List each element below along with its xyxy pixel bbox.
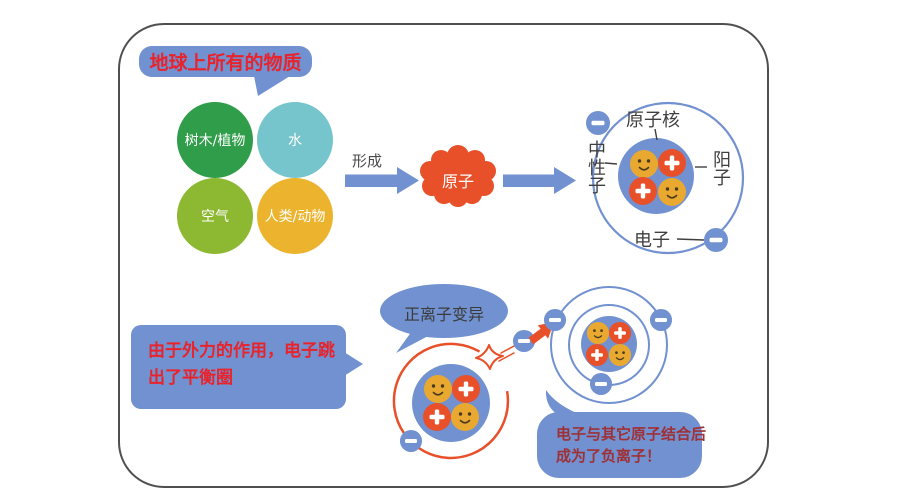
proton-icon xyxy=(658,149,686,177)
neutron-icon xyxy=(629,149,659,179)
circle-label: 树木/植物 xyxy=(184,133,246,149)
bottom-banner-line2: 出了平衡圈 xyxy=(148,368,233,388)
bottom-banner-line1: 由于外力的作用，电子跳 xyxy=(148,341,335,361)
negative-ion-line2: 成为了负离子！ xyxy=(556,447,662,465)
proton-icon xyxy=(452,375,480,403)
positive-ion-bubble xyxy=(380,284,508,353)
negative-ion-bubble-label: 电子与其它原子结合后 成为了负离子！ xyxy=(556,423,706,467)
circle-label: 水 xyxy=(288,133,302,149)
negative-ion-bubble xyxy=(537,390,702,478)
electron-icon xyxy=(399,429,423,453)
circle-label: 空气 xyxy=(201,209,229,225)
top-banner: 地球上所有的物质 xyxy=(139,46,312,77)
circle-label: 人类/动物 xyxy=(264,209,326,225)
arrow-right-icon xyxy=(345,167,419,194)
matter-circle-air: 空气 xyxy=(177,178,253,254)
negative-ion-atom-diagram xyxy=(543,286,673,404)
positive-ion-bubble-label: 正离子变异 xyxy=(403,305,484,324)
proton-icon xyxy=(629,177,657,205)
orbit-circle xyxy=(591,101,745,255)
electron-icon xyxy=(649,308,673,332)
neutron-icon xyxy=(586,321,610,345)
nucleus xyxy=(412,364,490,442)
atom-cloud-icon xyxy=(420,145,496,207)
proton-icon xyxy=(423,403,451,431)
positive-ion-atom-diagram xyxy=(392,322,554,460)
bottom-banner-tail xyxy=(344,352,363,376)
forms-label: 形成 xyxy=(352,152,383,170)
negative-ion-line1: 电子与其它原子结合后 xyxy=(556,425,707,443)
matter-circle-water: 水 xyxy=(257,102,333,178)
burst-icon xyxy=(475,344,504,370)
atom-structure-diagram xyxy=(586,101,745,255)
atom-cloud-label: 原子 xyxy=(441,172,474,191)
bottom-banner: 由于外力的作用，电子跳 出了平衡圈 xyxy=(131,325,346,409)
neutron-icon xyxy=(423,374,453,404)
electron-label: 电子 xyxy=(634,230,670,251)
neutron-icon xyxy=(657,177,687,207)
matter-circle-trees: 树木/植物 xyxy=(177,102,253,178)
proton-label: 阳子 xyxy=(710,150,731,186)
nucleus xyxy=(581,316,637,372)
electron-icon xyxy=(543,308,567,332)
top-banner-text: 地球上所有的物质 xyxy=(149,52,302,74)
neutron-icon xyxy=(608,343,632,367)
outer-orbit-circle xyxy=(550,286,668,404)
proton-icon xyxy=(585,343,609,367)
electron-icon xyxy=(704,228,728,252)
neutron-label: 中性子 xyxy=(585,140,606,194)
matter-circle-humans: 人类/动物 xyxy=(257,178,333,254)
proton-icon xyxy=(608,321,632,345)
neutron-icon xyxy=(450,402,480,432)
motion-lines xyxy=(498,344,517,362)
electron-icon xyxy=(586,111,610,135)
arrow-right-icon xyxy=(503,167,576,194)
nucleus-label: 原子核 xyxy=(626,110,680,131)
top-banner-tail xyxy=(254,76,290,96)
diagram-frame xyxy=(118,23,769,488)
nucleus xyxy=(618,138,694,214)
label-connector-lines xyxy=(604,128,707,241)
electron-icon xyxy=(589,372,613,396)
